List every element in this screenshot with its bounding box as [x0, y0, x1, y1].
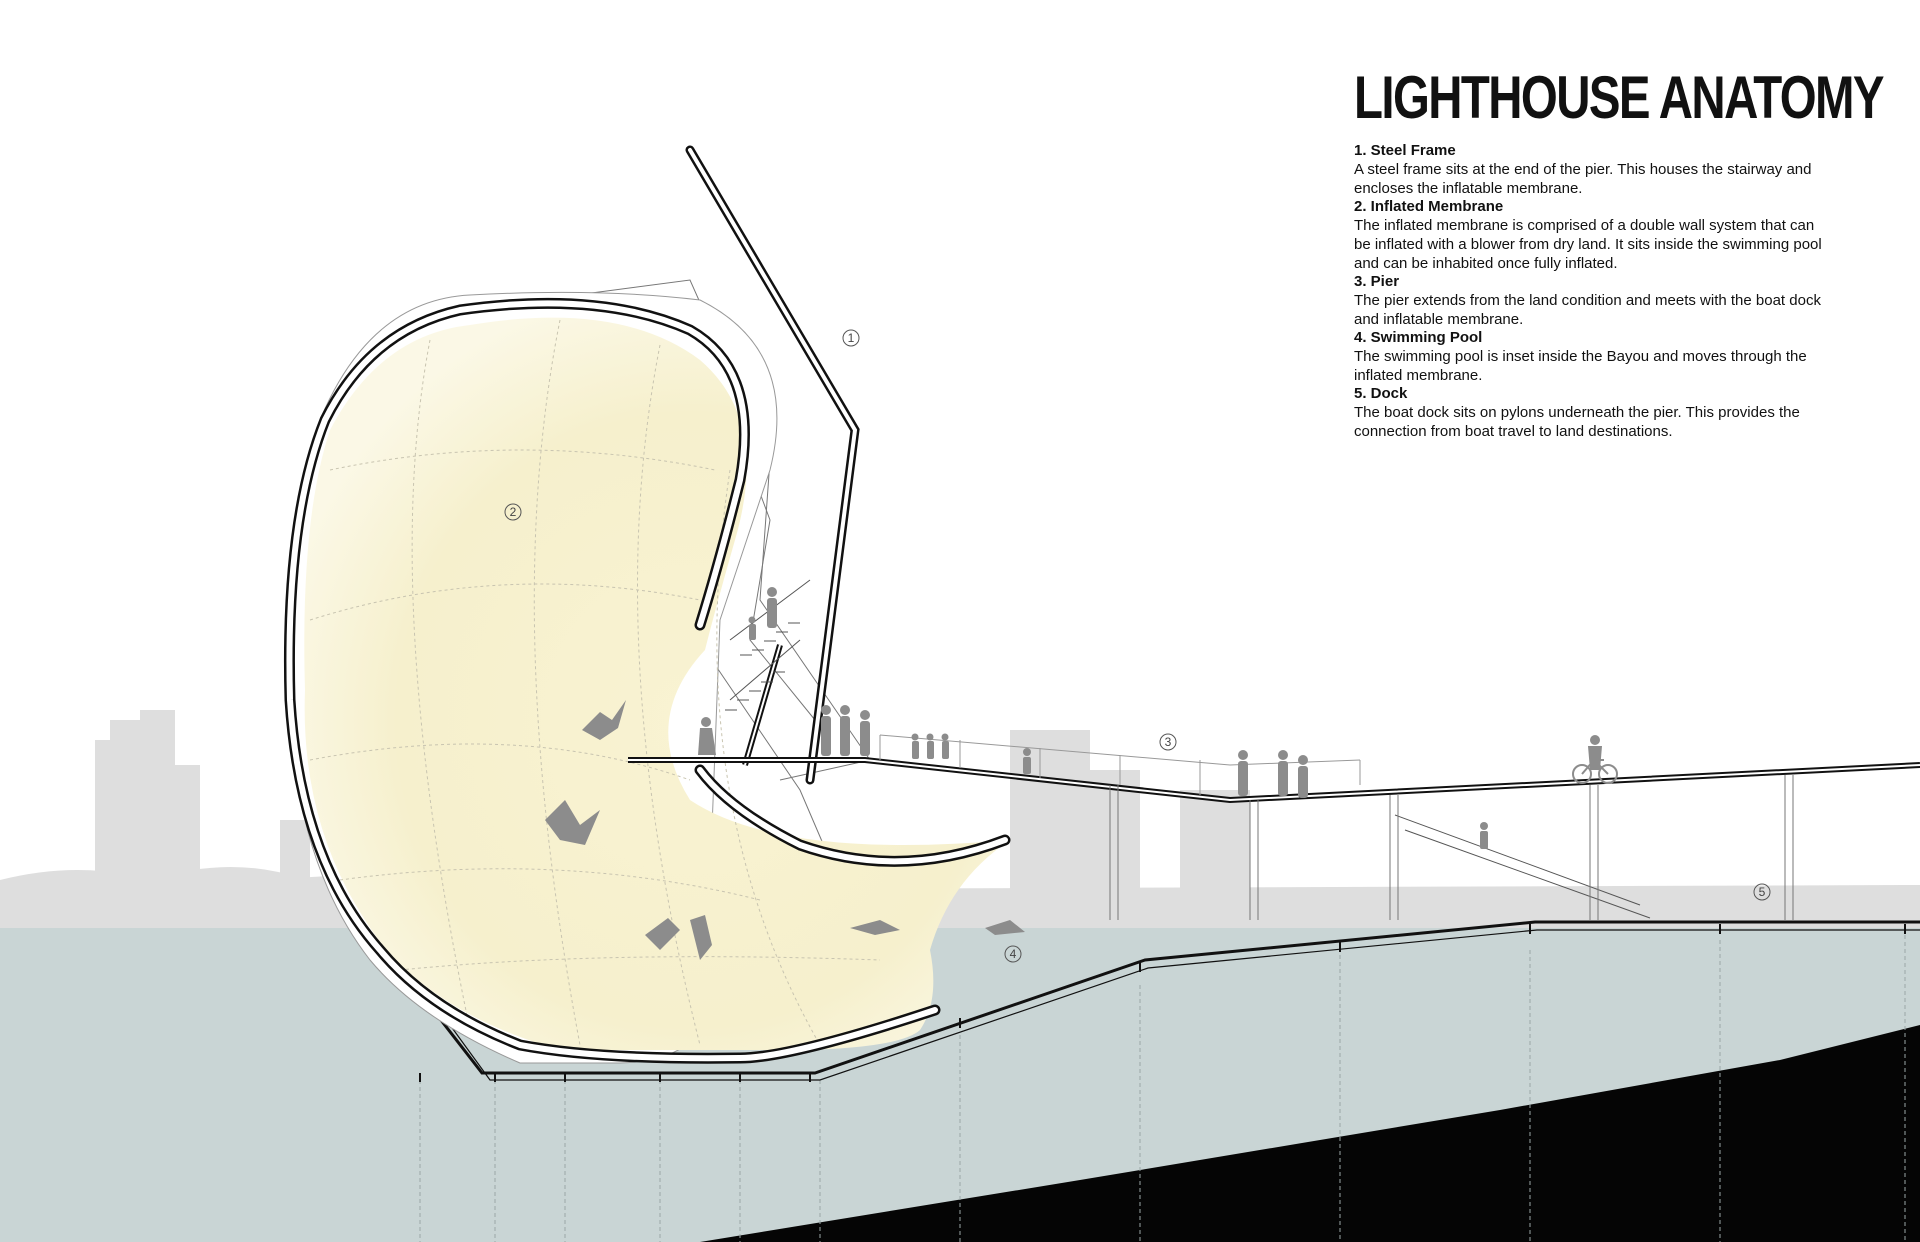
anatomy-legend: LIGHTHOUSE ANATOMY 1. Steel Frame A stee…: [1354, 64, 1885, 441]
legend-title: LIGHTHOUSE ANATOMY: [1354, 64, 1885, 131]
human-figures: [545, 587, 1602, 960]
legend-item-title: 2. Inflated Membrane: [1354, 198, 1504, 215]
legend-item-title: 5. Dock: [1354, 385, 1408, 402]
membrane-walls-inner: [286, 300, 1008, 1062]
callout-5: 5: [1759, 885, 1766, 899]
legend-item-swimming-pool: 4. Swimming Pool The swimming pool is in…: [1354, 329, 1824, 385]
legend-item-title: 3. Pier: [1354, 273, 1400, 290]
underwater-pylons: [419, 935, 1906, 1242]
callout-labels: 1 2 3 4 5: [510, 331, 1766, 961]
floor-pylon-stubs: [419, 924, 1906, 1082]
pier-deck: [628, 757, 1920, 804]
pool-floor: [366, 920, 1920, 1081]
pier-pylons: [1109, 775, 1794, 920]
callout-2: 2: [510, 505, 517, 519]
legend-item-steel-frame: 1. Steel Frame A steel frame sits at the…: [1354, 142, 1824, 198]
ground-slope: [700, 1025, 1920, 1242]
callout-1: 1: [848, 331, 855, 345]
inflated-membrane: [304, 317, 1010, 1050]
legend-item-text: The swimming pool is inset inside the Ba…: [1354, 348, 1807, 384]
legend-item-dock: 5. Dock The boat dock sits on pylons und…: [1354, 385, 1824, 441]
callout-markers: [504, 329, 1771, 963]
pier-railing: [879, 734, 1361, 795]
steel-frame-member: [685, 145, 860, 785]
bicycle: [1572, 758, 1618, 784]
legend-item-text: A steel frame sits at the end of the pie…: [1354, 161, 1812, 197]
legend-item-pier: 3. Pier The pier extends from the land c…: [1354, 273, 1824, 329]
legend-item-title: 1. Steel Frame: [1354, 142, 1456, 159]
legend-item-text: The inflated membrane is comprised of a …: [1354, 217, 1822, 272]
legend-item-inflated-membrane: 2. Inflated Membrane The inflated membra…: [1354, 198, 1824, 273]
legend-item-text: The pier extends from the land condition…: [1354, 292, 1821, 328]
legend-item-text: The boat dock sits on pylons underneath …: [1354, 404, 1800, 440]
callout-4: 4: [1010, 947, 1017, 961]
callout-3: 3: [1165, 735, 1172, 749]
legend-item-title: 4. Swimming Pool: [1354, 329, 1483, 346]
